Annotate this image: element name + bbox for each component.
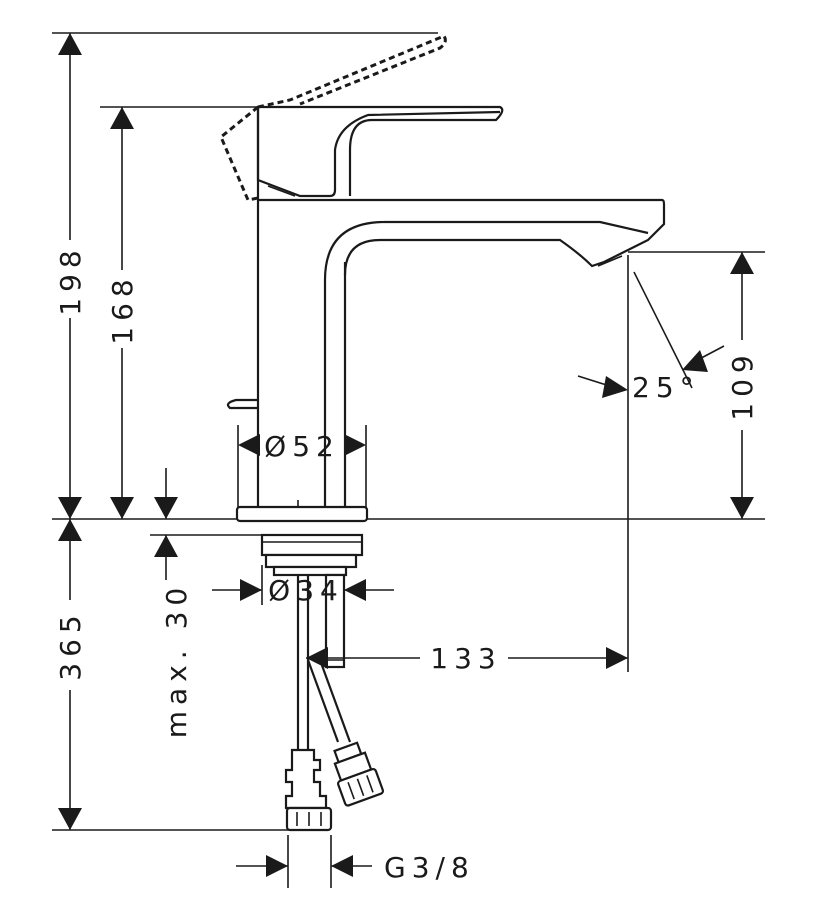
- extension-lines: [52, 32, 765, 888]
- projection-label: 133: [430, 642, 501, 675]
- dimension-below-counter: 365: [54, 519, 87, 830]
- shank-diameter-label: Ø34: [268, 574, 344, 607]
- dimension-projection: 133: [306, 642, 628, 675]
- outlet-height-label: 109: [726, 349, 759, 420]
- dimension-shank-diameter: Ø34: [212, 574, 394, 607]
- dimension-thread: G3/8: [236, 851, 475, 884]
- thread-label: G3/8: [384, 851, 475, 884]
- body-diameter-label: Ø52: [264, 430, 340, 463]
- dimension-spray-angle: 25°: [577, 271, 725, 404]
- dimension-total-height: 198: [54, 33, 87, 519]
- dimension-max-counter: max. 30: [154, 468, 193, 738]
- faucet-body: [219, 34, 666, 523]
- dimension-body-diameter: Ø52: [238, 430, 366, 463]
- below-counter-label: 365: [54, 609, 87, 680]
- under-counter-parts: [260, 533, 385, 832]
- dimension-spout-height: 168: [106, 107, 139, 519]
- spray-angle-label: 25°: [632, 371, 700, 404]
- total-height-label: 198: [54, 244, 87, 315]
- dimension-outlet-height: 109: [726, 252, 759, 519]
- spout-height-label: 168: [106, 273, 139, 344]
- max-counter-label: max. 30: [160, 582, 193, 738]
